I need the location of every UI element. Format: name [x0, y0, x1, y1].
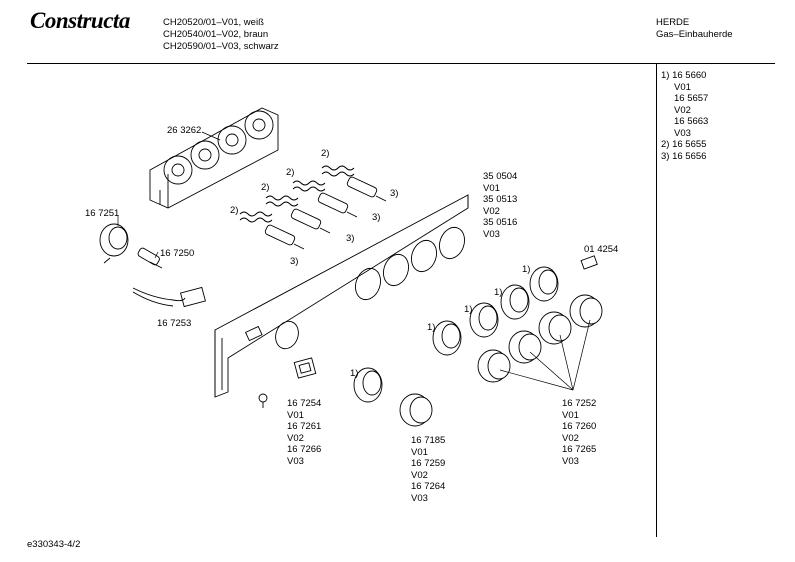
footnote-item: 1) 16 5660 — [661, 70, 707, 81]
model-line-3: CH20590/01–V03, schwarz — [163, 41, 279, 52]
label-line: 16 7265 — [562, 444, 597, 455]
label-16-7250: 16 7250 — [160, 248, 195, 259]
label-line: 35 0504 — [483, 171, 518, 182]
footnote-item: 16 5663 — [674, 116, 709, 127]
footnote-item: 16 5657 — [674, 93, 709, 104]
label-line: V02 — [287, 433, 304, 444]
label-line: V02 — [411, 470, 428, 481]
knob-rings — [353, 266, 559, 403]
control-panel-strip — [214, 194, 469, 398]
label-line: 16 7261 — [287, 421, 322, 432]
header-divider — [27, 63, 775, 64]
label-line: 16 7264 — [411, 481, 446, 492]
marker-3: 3) — [346, 233, 355, 244]
brand-logo: Constructa — [30, 8, 130, 33]
model-line-2: CH20540/01–V02, braun — [163, 29, 269, 40]
footnote-item: 2) 16 5655 — [661, 139, 707, 150]
document-code: e330343-4/2 — [27, 539, 81, 550]
label-line: V02 — [483, 206, 500, 217]
label-line: V01 — [411, 447, 428, 458]
marker-1: 1) — [494, 287, 503, 298]
label-line: 35 0513 — [483, 194, 518, 205]
marker-1: 1) — [427, 322, 436, 333]
footnote-item: 3) 16 5656 — [661, 151, 707, 162]
shafts — [264, 176, 387, 250]
label-line: V01 — [287, 410, 304, 421]
marker-2: 2) — [321, 148, 330, 159]
marker-2: 2) — [230, 205, 239, 216]
footnote-divider — [656, 64, 657, 537]
label-line: V03 — [287, 456, 304, 467]
marker-3: 3) — [372, 212, 381, 223]
category-line-1: HERDE — [656, 17, 690, 28]
label-line: 35 0516 — [483, 217, 518, 228]
marker-1: 1) — [522, 264, 531, 275]
label-line: V01 — [562, 410, 579, 421]
clip-and-screw — [258, 357, 317, 408]
marker-1: 1) — [350, 368, 359, 379]
label-line: 16 7254 — [287, 398, 322, 409]
marker-2: 2) — [286, 167, 295, 178]
marker-2: 2) — [261, 182, 270, 193]
symbol-sticker — [580, 255, 598, 270]
label-16-7251: 16 7251 — [85, 208, 120, 219]
label-line: 16 7266 — [287, 444, 322, 455]
label-line: V03 — [562, 456, 579, 467]
label-line: V02 — [562, 433, 579, 444]
label-line: 16 7185 — [411, 435, 446, 446]
label-line: V03 — [411, 493, 428, 504]
micro-switch — [132, 286, 206, 308]
label-line: 16 7260 — [562, 421, 597, 432]
springs — [239, 165, 355, 223]
footnote-item: V03 — [674, 128, 691, 139]
model-line-1: CH20520/01–V01, weiß — [163, 17, 264, 28]
footnote-item: V02 — [674, 105, 691, 116]
ignition-parts — [99, 223, 163, 269]
label-16-7253: 16 7253 — [157, 318, 192, 329]
knob-holder-frame — [149, 107, 279, 209]
label-26-3262: 26 3262 — [167, 125, 202, 136]
marker-3: 3) — [290, 256, 299, 267]
marker-1: 1) — [464, 304, 473, 315]
label-line: 16 7259 — [411, 458, 446, 469]
footnote-item: V01 — [674, 82, 691, 93]
label-line: V03 — [483, 229, 500, 240]
label-line: 16 7252 — [562, 398, 597, 409]
marker-3: 3) — [390, 188, 399, 199]
label-01-4254: 01 4254 — [584, 244, 619, 255]
category-line-2: Gas–Einbauherde — [656, 29, 733, 40]
leader-lines — [117, 131, 591, 391]
control-knobs — [399, 294, 603, 427]
label-line: V01 — [483, 183, 500, 194]
